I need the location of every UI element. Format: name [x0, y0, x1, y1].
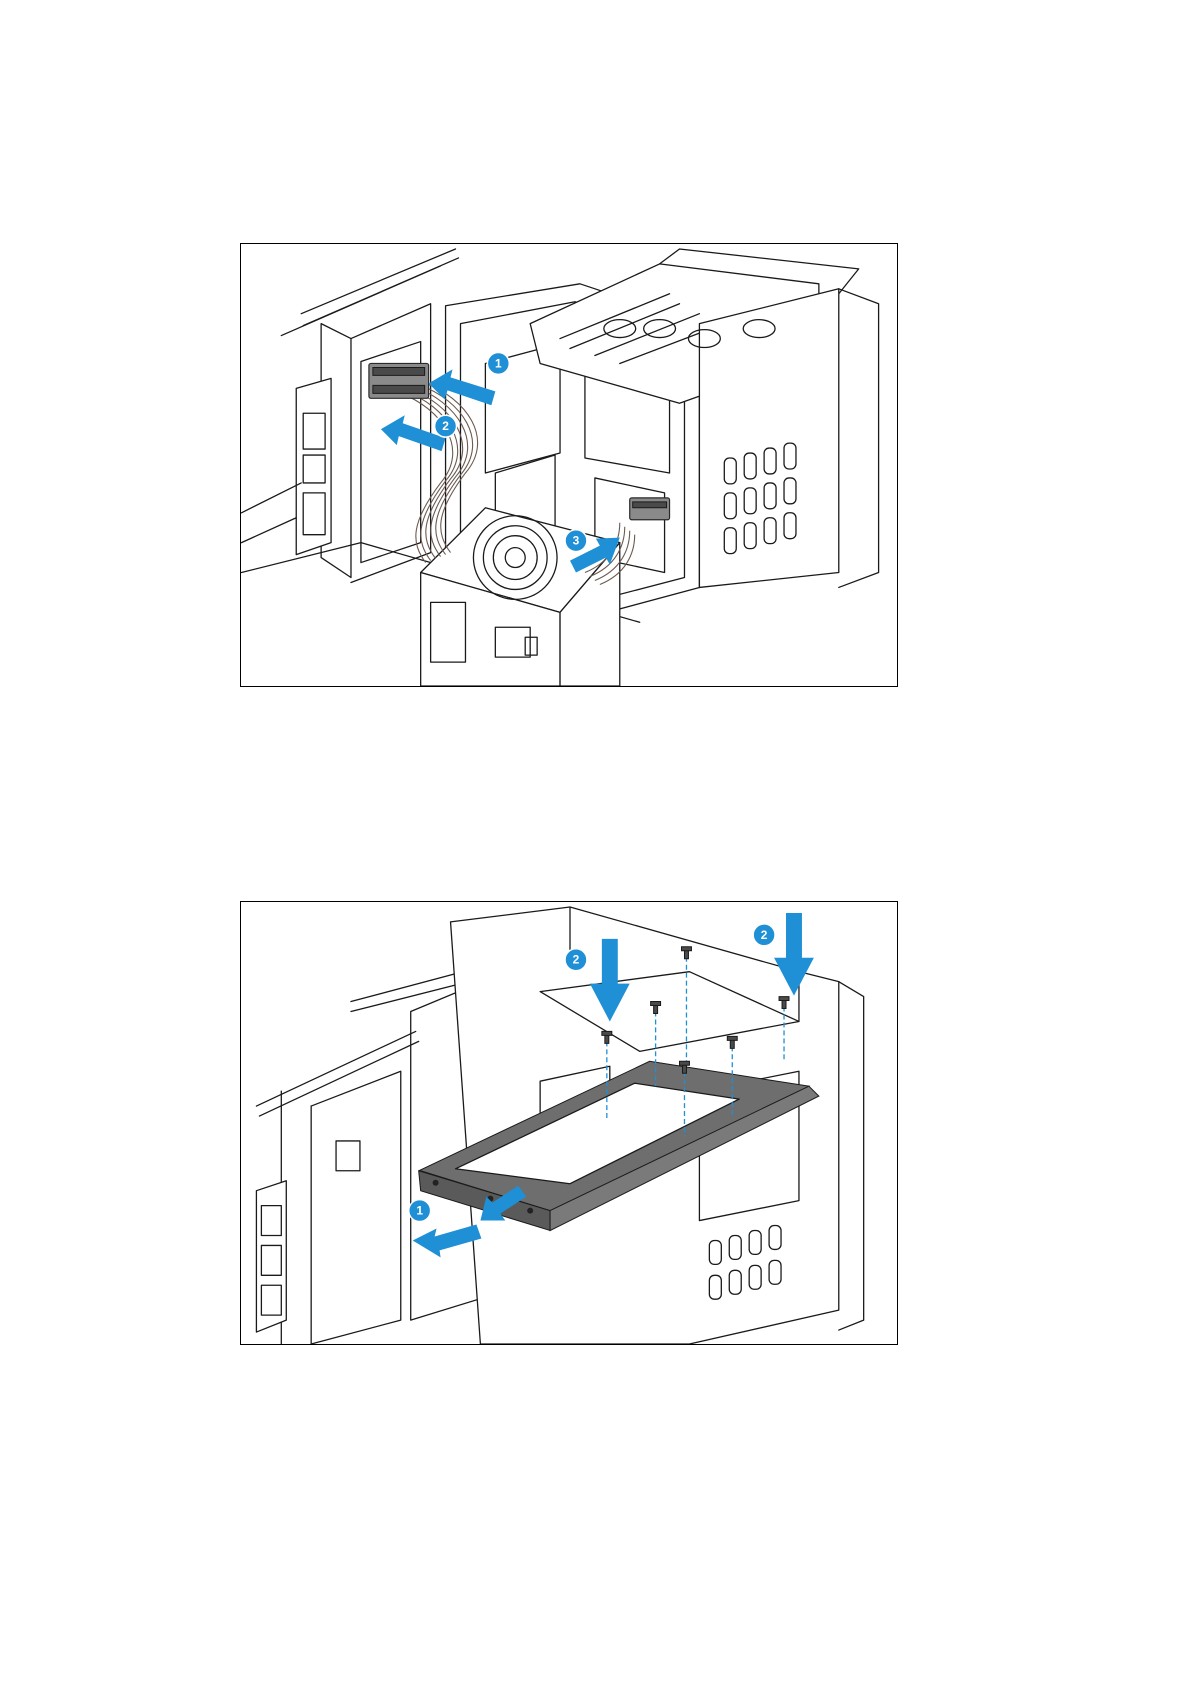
figure-connect-cables: 1 2 3 [240, 243, 898, 687]
badge-step-3-label: 3 [573, 534, 580, 548]
badge-step-2-right-label: 2 [761, 928, 768, 942]
figure-install-bracket: 1 2 2 [240, 901, 898, 1345]
badge-step-1-label: 1 [416, 1204, 423, 1218]
illustration-nas-chassis-bracket: 1 2 2 [241, 902, 897, 1344]
badge-step-1-label: 1 [495, 356, 502, 370]
badge-step-2-left-label: 2 [573, 953, 580, 967]
connector-24pin [369, 363, 429, 398]
badge-step-2-label: 2 [442, 419, 449, 433]
illustration-nas-chassis-cables: 1 2 3 [241, 244, 897, 686]
